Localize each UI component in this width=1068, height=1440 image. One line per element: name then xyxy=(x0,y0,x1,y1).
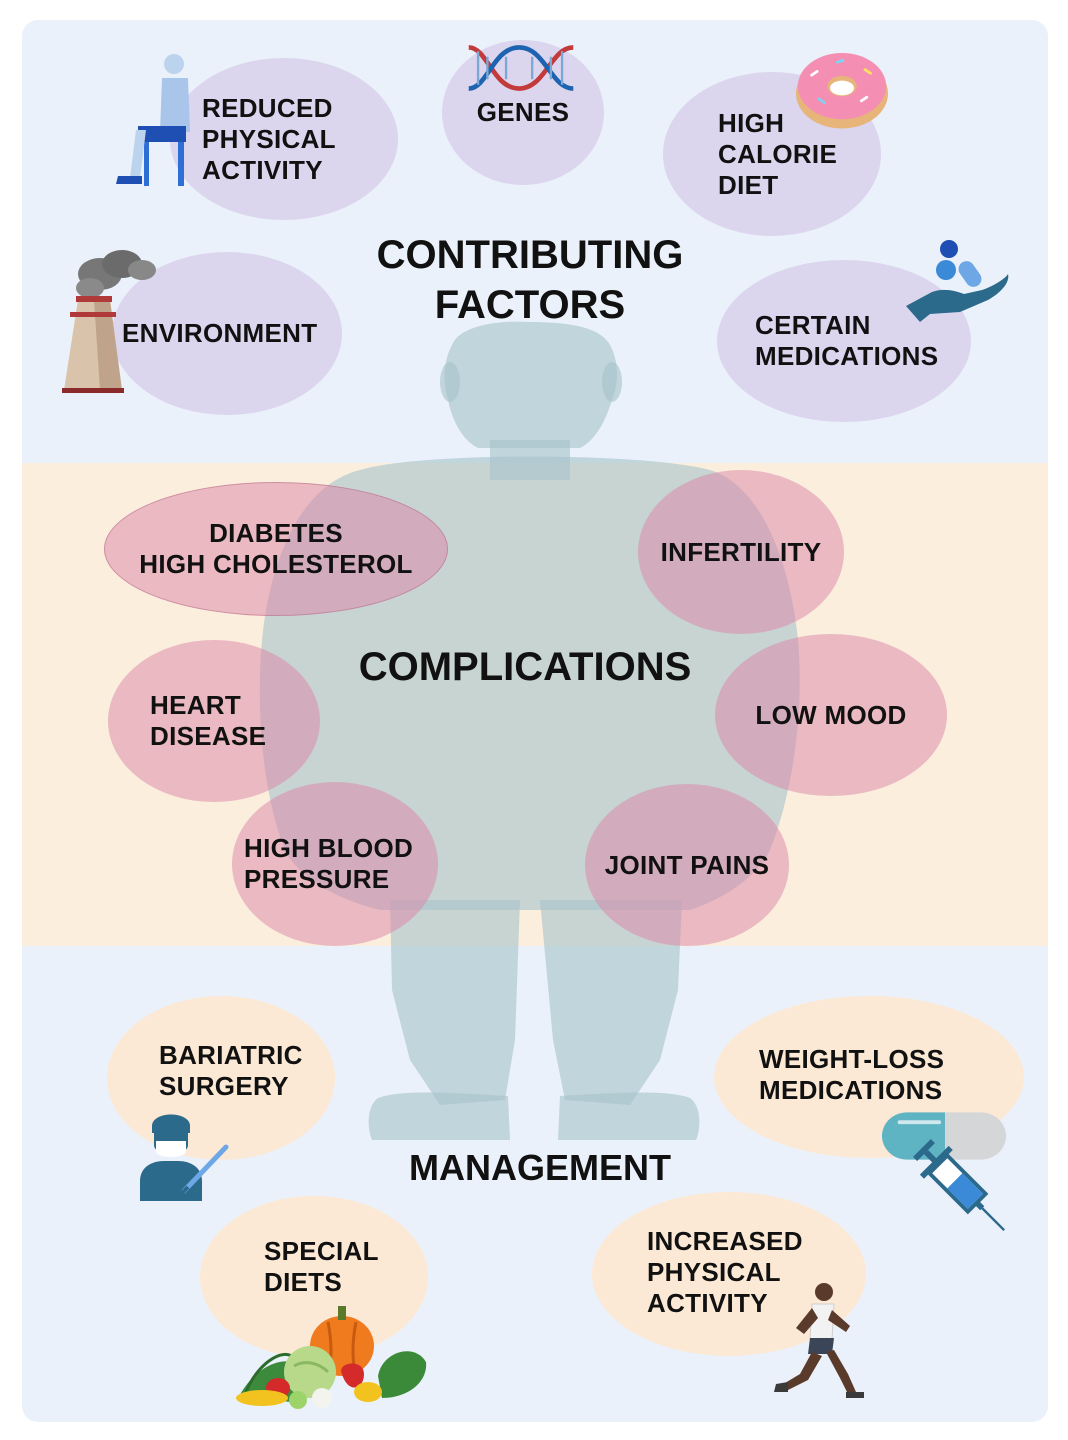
factor-label: GENES xyxy=(476,97,570,127)
complications-heading: COMPLICATIONS xyxy=(358,645,692,689)
dna-icon xyxy=(468,45,574,91)
complication-high-blood-pressure: HIGH BLOOD PRESSURE xyxy=(232,782,438,946)
surgeon-icon xyxy=(140,1114,229,1201)
factor-label: ENVIRONMENT xyxy=(122,318,318,348)
factor-label: HIGH CALORIE DIET xyxy=(718,107,838,200)
complication-joint-pains: JOINT PAINS xyxy=(585,784,789,946)
donut-icon xyxy=(796,53,888,129)
factor-label: REDUCED PHYSICAL ACTIVITY xyxy=(202,92,336,185)
factor-environment: ENVIRONMENT xyxy=(112,252,342,415)
complication-heart-disease: HEART DISEASE xyxy=(108,640,320,802)
vegetables-icon xyxy=(236,1306,427,1409)
complication-label: HEART DISEASE xyxy=(150,690,267,751)
management-label: SPECIAL DIETS xyxy=(264,1236,379,1297)
factor-genes: GENES xyxy=(442,40,604,185)
factor-label: CERTAIN MEDICATIONS xyxy=(755,310,939,371)
management-heading: MANAGEMENT xyxy=(409,1147,671,1188)
complication-label: DIABETES HIGH CHOLESTEROL xyxy=(139,518,413,579)
pills-hand-icon xyxy=(906,240,1009,322)
management-weight-loss-medications: WEIGHT-LOSS MEDICATIONS xyxy=(714,996,1024,1158)
complication-label: HIGH BLOOD PRESSURE xyxy=(244,833,414,894)
management-increased-physical-activity: INCREASED PHYSICAL ACTIVITY xyxy=(592,1192,866,1356)
complication-low-mood: LOW MOOD xyxy=(715,634,947,796)
management-label: INCREASED PHYSICAL ACTIVITY xyxy=(647,1226,803,1318)
complication-label: LOW MOOD xyxy=(755,699,907,730)
complication-infertility: INFERTILITY xyxy=(638,470,844,634)
complication-label: INFERTILITY xyxy=(660,536,822,567)
complication-label: JOINT PAINS xyxy=(604,849,770,880)
management-label: WEIGHT-LOSS MEDICATIONS xyxy=(759,1044,945,1105)
contributing-factors-heading: CONTRIBUTING FACTORS xyxy=(376,233,684,327)
management-label: BARIATRIC SURGERY xyxy=(159,1040,303,1101)
management-special-diets: SPECIAL DIETS xyxy=(200,1196,428,1358)
factory-icon xyxy=(62,250,156,393)
management-bariatric-surgery: BARIATRIC SURGERY xyxy=(107,996,335,1160)
factor-reduced-physical-activity: REDUCED PHYSICAL ACTIVITY xyxy=(170,58,398,220)
syringe-icon xyxy=(913,1139,1006,1232)
runner-icon xyxy=(774,1283,864,1398)
complication-diabetes-cholesterol: DIABETES HIGH CHOLESTEROL xyxy=(104,482,448,616)
factor-certain-medications: CERTAIN MEDICATIONS xyxy=(717,260,971,422)
seated-person-icon xyxy=(116,54,190,186)
